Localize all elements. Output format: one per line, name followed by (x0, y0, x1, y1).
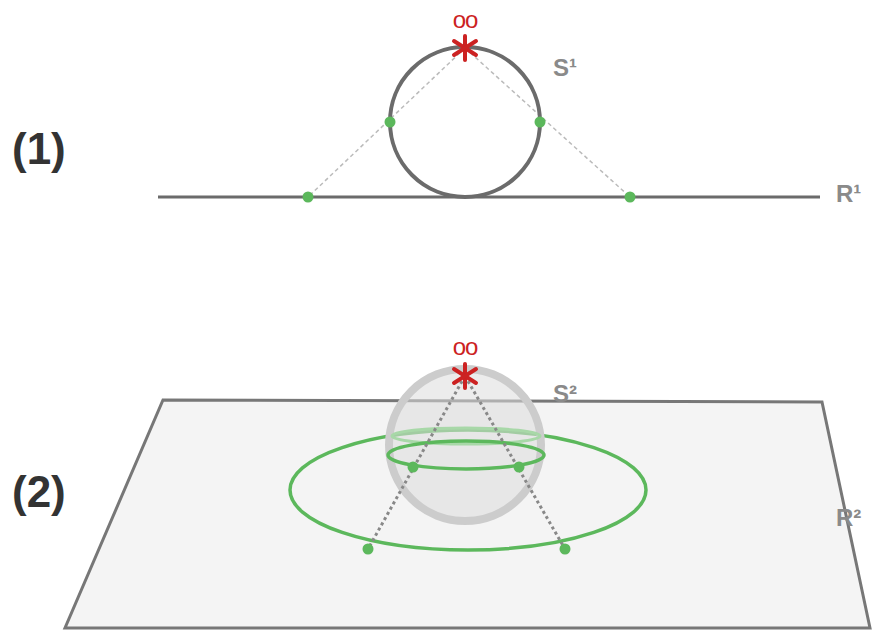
infinity-label: oo (453, 335, 478, 359)
part-number: (2) (12, 470, 66, 514)
space-label: R¹ (836, 182, 861, 206)
projection-ray (368, 376, 465, 549)
space-label: S¹ (553, 56, 577, 80)
infinity-point (454, 364, 476, 388)
real-line (158, 196, 820, 199)
projection-points (363, 462, 571, 555)
projection-ray (465, 376, 565, 549)
projection-ray (465, 48, 630, 197)
circle-s1 (390, 47, 540, 197)
infinity-label: oo (453, 8, 478, 32)
projection-ray (308, 48, 465, 197)
space-label: R² (836, 506, 861, 530)
projection-points (303, 117, 636, 203)
part-number: (1) (12, 127, 66, 171)
space-label: S² (553, 382, 577, 406)
infinity-point (454, 36, 476, 60)
